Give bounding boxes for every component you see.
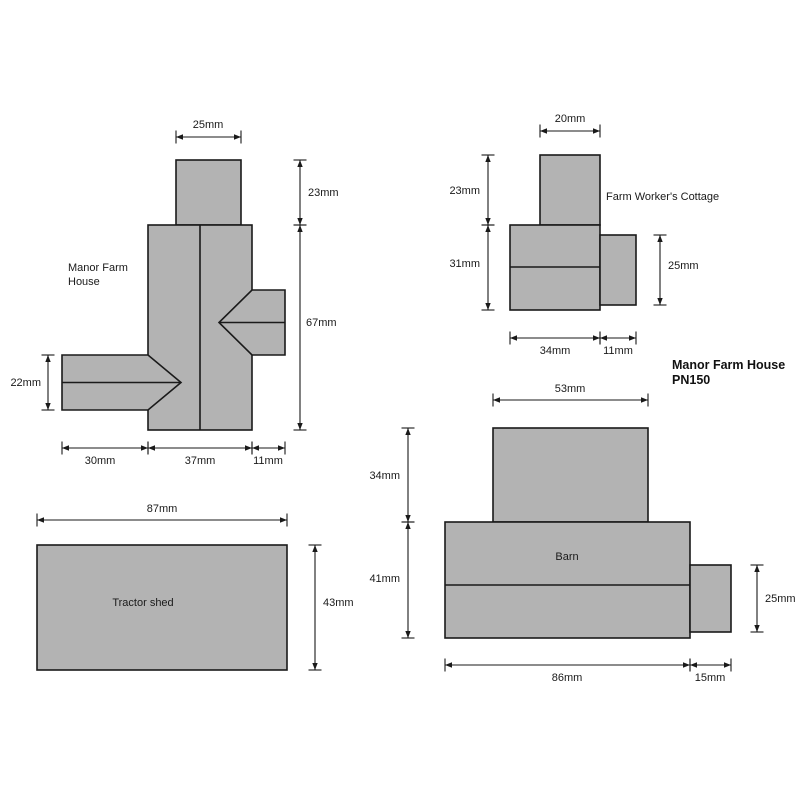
cottage-extension xyxy=(599,234,637,306)
dimension-arrowhead xyxy=(657,235,663,242)
dimension-label: 87mm xyxy=(147,503,178,515)
dimension-arrowhead xyxy=(540,128,547,134)
dimension-label: 25mm xyxy=(668,260,699,272)
dimension-arrowhead xyxy=(45,355,51,362)
cottage-label: Farm Worker's Cottage xyxy=(606,191,719,203)
dimension-arrowhead xyxy=(312,663,318,670)
dimension-arrowhead xyxy=(297,225,303,232)
barn-extension xyxy=(689,564,732,633)
tractor-shed-label: Tractor shed xyxy=(112,597,173,609)
dimension-arrowhead xyxy=(754,625,760,632)
dimension-arrowhead xyxy=(405,522,411,529)
dimension-label: 23mm xyxy=(449,185,480,197)
dimension-arrowhead xyxy=(405,631,411,638)
dimension-label: 22mm xyxy=(10,377,41,389)
dimension-arrowhead xyxy=(641,397,648,403)
dimension-label: 41mm xyxy=(369,573,400,585)
dimension-label: 86mm xyxy=(552,672,583,684)
dimension-arrowhead xyxy=(245,445,252,451)
dimension-arrowhead xyxy=(690,662,697,668)
dimension-arrowhead xyxy=(724,662,731,668)
dimension-arrowhead xyxy=(493,397,500,403)
dimension-arrowhead xyxy=(485,155,491,162)
dimension-label: 43mm xyxy=(323,597,354,609)
dimension-label: 31mm xyxy=(449,258,480,270)
dimension-label: 34mm xyxy=(369,470,400,482)
dimension-arrowhead xyxy=(657,298,663,305)
dimension-arrowhead xyxy=(280,517,287,523)
dimension-arrowhead xyxy=(37,517,44,523)
dimension-label: 11mm xyxy=(253,455,283,467)
manor-chimney-block xyxy=(175,159,242,226)
dimension-arrowhead xyxy=(510,335,517,341)
dimension-label: 37mm xyxy=(185,455,216,467)
dimension-arrowhead xyxy=(252,445,259,451)
dimension-label: 34mm xyxy=(540,345,571,357)
dimension-arrowhead xyxy=(485,218,491,225)
dimension-label: 30mm xyxy=(85,455,116,467)
tractor-shed-body xyxy=(36,544,288,671)
dimension-arrowhead xyxy=(297,423,303,430)
dimension-arrowhead xyxy=(600,335,607,341)
dimension-arrowhead xyxy=(593,335,600,341)
dimension-label: 25mm xyxy=(193,119,224,131)
dimension-arrowhead xyxy=(593,128,600,134)
dimension-arrowhead xyxy=(629,335,636,341)
product-title-line2: PN150 xyxy=(672,373,711,387)
dimension-label: 67mm xyxy=(306,317,337,329)
dimension-label: 20mm xyxy=(555,113,586,125)
cottage-chimney-block xyxy=(539,154,601,226)
dimension-arrowhead xyxy=(485,225,491,232)
manor-label-line2: House xyxy=(68,276,100,288)
barn-label: Barn xyxy=(555,551,578,563)
dimension-arrowhead xyxy=(148,445,155,451)
dimension-arrowhead xyxy=(141,445,148,451)
dimension-label: 25mm xyxy=(765,593,796,605)
product-title-line1: Manor Farm House xyxy=(672,358,786,372)
product-title: Manor Farm House PN150 xyxy=(672,358,785,388)
dimension-arrowhead xyxy=(312,545,318,552)
dimension-arrowhead xyxy=(445,662,452,668)
dimension-arrowhead xyxy=(176,134,183,140)
dimension-arrowhead xyxy=(683,662,690,668)
barn-top-block xyxy=(492,427,649,523)
dimension-arrowhead xyxy=(754,565,760,572)
barn-main-body xyxy=(444,521,691,639)
dimension-arrowhead xyxy=(485,303,491,310)
manor-label-line1: Manor Farm xyxy=(68,262,128,274)
dimension-arrowhead xyxy=(45,403,51,410)
dimension-arrowhead xyxy=(278,445,285,451)
dimension-label: 11mm xyxy=(603,345,633,357)
dimension-label: 23mm xyxy=(308,187,339,199)
dimension-label: 53mm xyxy=(555,383,586,395)
dimension-arrowhead xyxy=(405,428,411,435)
dimension-arrowhead xyxy=(62,445,69,451)
dimension-label: 15mm xyxy=(695,672,726,684)
dimension-arrowhead xyxy=(234,134,241,140)
dimension-arrowhead xyxy=(297,160,303,167)
dimension-arrowhead xyxy=(405,515,411,522)
dimension-arrowhead xyxy=(297,218,303,225)
